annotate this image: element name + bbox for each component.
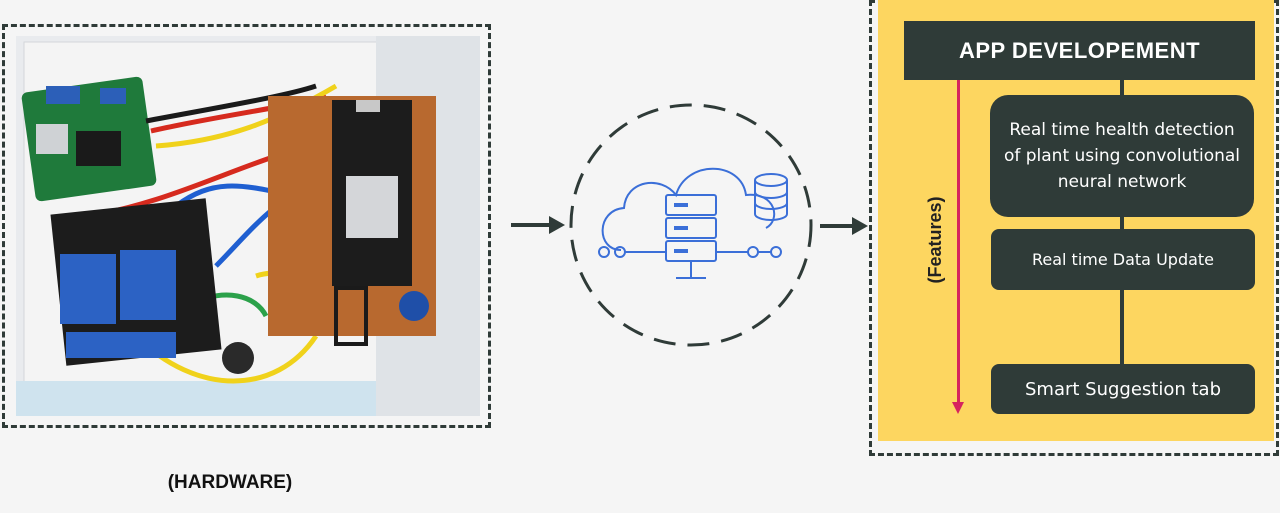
arrow-cloud-to-app [820,224,854,228]
features-axis-label: (Features) [925,196,945,284]
arrow-head-2 [852,217,868,235]
hardware-label: (HARDWARE) [167,472,293,493]
microcontroller-board [332,100,412,286]
sensor-board [21,76,157,202]
feature-smart-suggestion: Smart Suggestion tab [991,364,1255,414]
features-arrow-head [952,402,964,414]
features-connector [1120,80,1124,366]
app-title: APP DEVELOPEMENT [904,21,1255,80]
hardware-photo [16,36,480,416]
cloud-server-database-icon [569,103,813,347]
arrow-hardware-to-cloud [511,223,551,227]
arrow-head-1 [549,216,565,234]
feature-data-update: Real time Data Update [991,229,1255,290]
feature-health-detection: Real time health detection of plant usin… [990,95,1254,217]
features-arrow-line [957,80,960,404]
relay-module [50,198,222,366]
hardware-frame [2,24,491,428]
